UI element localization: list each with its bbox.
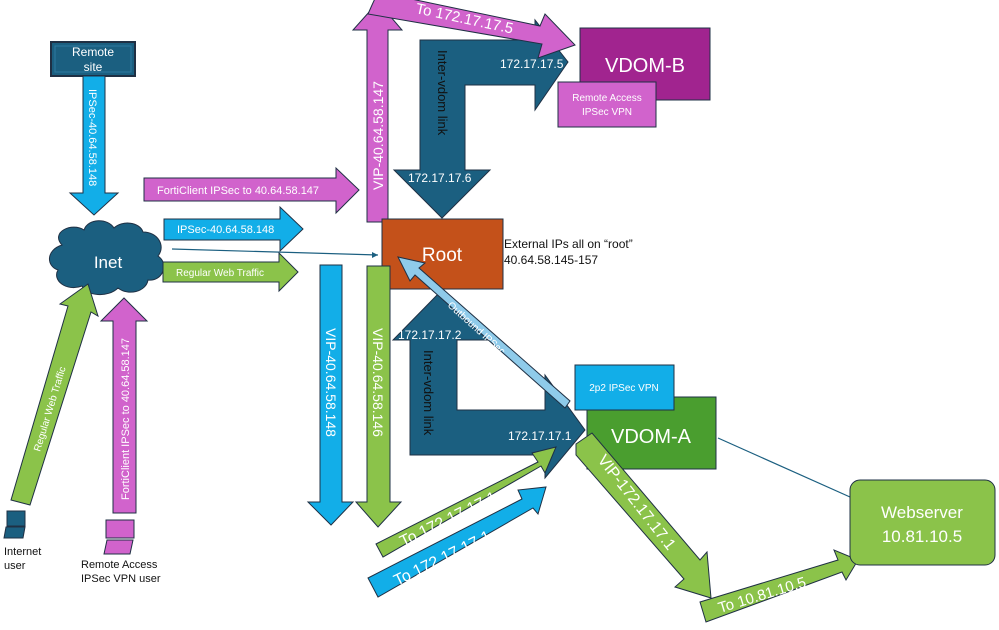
arrow-remote-site-down: IPSec-40.64.58.148: [68, 75, 120, 216]
inter-vdom-link-bottom-label: Inter-vdom link: [421, 350, 436, 436]
remote-site-node[interactable]: Remote site: [50, 41, 136, 77]
vdom-b-remote-access-vpn: Remote Access IPSec VPN: [557, 81, 657, 128]
connector-vdom-a-webserver: [717, 437, 851, 498]
vdom-a-label: VDOM-A: [611, 426, 692, 448]
laptop-icon-remote-user: [103, 519, 135, 555]
ip-172-17-17-2: 172.17.17.2: [398, 328, 462, 342]
vdom-a-2p2-ipsec-vpn: 2p2 IPSec VPN: [574, 364, 675, 411]
svg-text:40.64.58.145-157: 40.64.58.145-157: [504, 253, 598, 267]
to-vdom-b-label: To 172.17.17.5: [414, 0, 515, 37]
svg-text:VIP-40.64.58.148: VIP-40.64.58.148: [323, 328, 339, 437]
svg-text:IPSec-40.64.58.148: IPSec-40.64.58.148: [86, 89, 98, 186]
vdom-b-label: VDOM-B: [605, 55, 685, 77]
arrow-ipsec-right: IPSec-40.64.58.148: [163, 205, 304, 253]
svg-text:FortiClient IPSec to 40.64.58.: FortiClient IPSec to 40.64.58.147: [157, 185, 319, 197]
remote-user-label: Remote Access: [81, 559, 158, 571]
inter-vdom-link-bottom: Inter-vdom link 172.17.17.2 172.17.17.1: [391, 289, 586, 480]
inet-label: Inet: [94, 253, 123, 272]
internet-user-label: Internet: [4, 546, 41, 558]
svg-text:External IPs all on “root”: External IPs all on “root”: [504, 237, 633, 251]
connector-inet-root: [171, 248, 379, 256]
external-ips-note: External IPs all on “root” 40.64.58.145-…: [504, 237, 633, 267]
arrow-vip-148-down: VIP-40.64.58.148: [306, 264, 355, 526]
arrow-user-forti-up: FortiClient IPSec to 40.64.58.147: [99, 297, 149, 514]
arrow-web-right: Regular Web Traffic: [162, 251, 299, 293]
inter-vdom-link-top: Inter-vdom link 172.17.17.5 172.17.17.6: [392, 18, 569, 219]
laptop-icon-internet-user: [3, 510, 26, 539]
root-node[interactable]: Root: [381, 218, 504, 290]
svg-text:10.81.10.5: 10.81.10.5: [882, 527, 962, 546]
svg-text:VIP-40.64.58.146: VIP-40.64.58.146: [370, 328, 386, 437]
arrow-forticlient-right: FortiClient IPSec to 40.64.58.147: [143, 166, 360, 215]
svg-text:FortiClient IPSec to 40.64.58.: FortiClient IPSec to 40.64.58.147: [120, 338, 132, 500]
svg-text:To 10.81.10.5: To 10.81.10.5: [716, 574, 808, 617]
inet-cloud[interactable]: Inet: [49, 220, 165, 295]
svg-text:Remote: Remote: [72, 45, 114, 59]
ip-172-17-17-1: 172.17.17.1: [508, 429, 572, 443]
svg-text:Remote Access: Remote Access: [572, 93, 641, 104]
arrow-vip-147-up: VIP-40.64.58.147: [351, 1, 404, 223]
arrow-to-webserver: To 10.81.10.5: [699, 549, 859, 623]
svg-text:Webserver: Webserver: [881, 503, 963, 522]
root-label: Root: [422, 245, 463, 266]
inter-vdom-link-top-label: Inter-vdom link: [435, 50, 450, 136]
arrow-vip-146-down: VIP-40.64.58.146: [354, 265, 403, 528]
webserver-node[interactable]: Webserver 10.81.10.5: [849, 479, 996, 566]
svg-text:IPSec-40.64.58.148: IPSec-40.64.58.148: [177, 224, 274, 236]
svg-text:IPSec VPN user: IPSec VPN user: [81, 573, 161, 585]
vip-147-label: VIP-40.64.58.147: [370, 81, 386, 190]
ip-172-17-17-6: 172.17.17.6: [408, 171, 472, 185]
svg-text:user: user: [4, 560, 26, 572]
svg-text:site: site: [84, 60, 103, 74]
arrow-user-web-up: Regular Web Traffic: [10, 283, 99, 506]
svg-text:IPSec VPN: IPSec VPN: [582, 107, 632, 118]
svg-text:Regular Web Traffic: Regular Web Traffic: [176, 268, 264, 279]
connector-arrowhead: [372, 252, 378, 258]
ip-172-17-17-5: 172.17.17.5: [500, 57, 564, 71]
svg-text:2p2 IPSec VPN: 2p2 IPSec VPN: [589, 383, 658, 394]
